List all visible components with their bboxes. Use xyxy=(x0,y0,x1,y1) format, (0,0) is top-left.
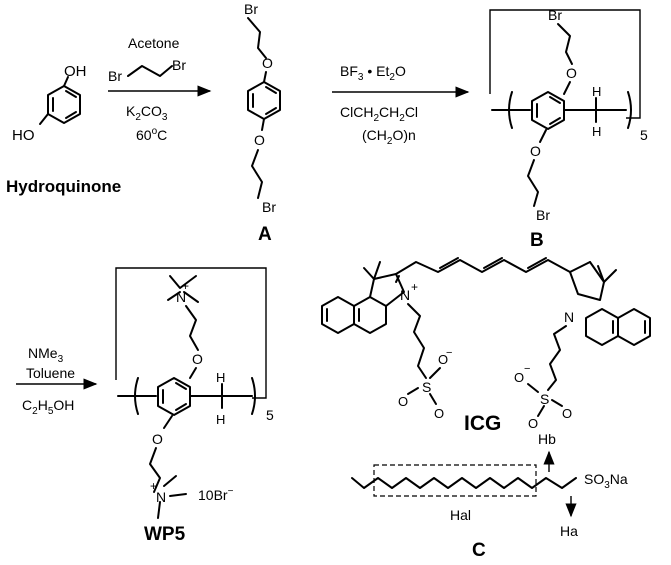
compound-c-hb: Hb xyxy=(538,431,556,447)
wp5-n-top: N xyxy=(176,289,186,305)
compound-b-structure: Br O H H 5 O Br B xyxy=(489,7,648,251)
icg-o-right-charge: − xyxy=(524,363,530,375)
compound-b-repeat: 5 xyxy=(640,127,648,143)
compound-a-label: A xyxy=(258,224,272,245)
icg-structure: N + N S O − O O S O − O O IC xyxy=(321,257,651,435)
compound-c-so3na: SO3Na xyxy=(584,471,628,491)
compound-a-o-bottom: O xyxy=(254,132,265,148)
wp5-n-bottom: N xyxy=(156,489,166,505)
icg-o-right-3: O xyxy=(528,416,538,431)
step2-solvent: ClCH2CH2Cl xyxy=(340,104,418,124)
icg-n-right: N xyxy=(564,309,574,325)
hal-dashed-box xyxy=(373,464,537,497)
step1-temperature: 60oC xyxy=(136,126,167,143)
wp5-label: WP5 xyxy=(144,524,186,545)
wp5-h-top: H xyxy=(216,370,225,385)
step1-reagent-acetone: Acetone xyxy=(128,35,180,51)
wp5-structure: N + O H H 5 O N + 10Br− WP5 xyxy=(115,267,274,545)
wp5-counterion: 10Br− xyxy=(198,486,234,503)
compound-b-o-top: O xyxy=(566,65,577,81)
icg-n-left-charge: + xyxy=(411,280,418,294)
icg-s-left: S xyxy=(422,379,431,395)
step3-arrow: NMe3 Toluene C2H5OH xyxy=(16,345,98,417)
compound-b-o-bottom: O xyxy=(530,143,541,159)
step2-reagent: BF3 • Et2O xyxy=(340,63,406,83)
icg-o-left-charge: − xyxy=(446,347,452,359)
step2-arrow: BF3 • Et2O ClCH2CH2Cl (CH2O)n xyxy=(332,63,470,147)
icg-o-left-2: O xyxy=(398,394,408,409)
compound-a-structure: Br O O Br A xyxy=(244,1,281,245)
compound-a-br-bottom: Br xyxy=(262,199,276,215)
step1-arrow: Acetone Br Br K2CO3 60oC xyxy=(108,35,212,143)
wp5-n-bottom-charge: + xyxy=(150,479,157,493)
icg-label: ICG xyxy=(464,412,501,435)
compound-b-br-bottom: Br xyxy=(536,207,550,223)
step1-base: K2CO3 xyxy=(126,103,168,123)
compound-a-br-top: Br xyxy=(244,1,258,17)
compound-c-structure: SO3Na Hb Ha Hal C xyxy=(351,431,628,561)
icg-o-left-3: O xyxy=(434,406,444,421)
icg-n-left: N xyxy=(400,287,410,303)
compound-b-label: B xyxy=(530,230,544,251)
step3-reagent: NMe3 xyxy=(28,345,64,365)
compound-b-h-bottom: H xyxy=(592,124,601,139)
step3-cosolvent: C2H5OH xyxy=(22,397,74,417)
compound-b-h-top: H xyxy=(592,84,601,99)
hydroquinone-structure: OH HO Hydroquinone xyxy=(6,63,121,196)
icg-s-right: S xyxy=(540,391,549,407)
step1-br-right: Br xyxy=(172,57,186,73)
compound-c-label: C xyxy=(472,540,486,561)
compound-c-ha: Ha xyxy=(560,523,578,539)
icg-o-left-1: O xyxy=(438,352,448,367)
wp5-repeat: 5 xyxy=(266,407,274,423)
wp5-o-top: O xyxy=(192,351,203,367)
compound-c-hal: Hal xyxy=(450,507,471,523)
wp5-n-top-charge: + xyxy=(182,279,189,293)
step1-br-left: Br xyxy=(108,68,122,84)
hydroquinone-name: Hydroquinone xyxy=(6,177,121,196)
hydroquinone-oh-top: OH xyxy=(64,63,87,80)
step2-formaldehyde: (CH2O)n xyxy=(362,127,416,147)
compound-b-br-top: Br xyxy=(548,7,562,23)
hydroquinone-oh-bottom: HO xyxy=(12,127,35,144)
wp5-h-bottom: H xyxy=(216,412,225,427)
icg-o-right-1: O xyxy=(514,370,524,385)
step3-solvent: Toluene xyxy=(26,365,75,381)
wp5-o-bottom: O xyxy=(152,431,163,447)
compound-a-o-top: O xyxy=(262,55,273,71)
icg-o-right-2: O xyxy=(562,406,572,421)
